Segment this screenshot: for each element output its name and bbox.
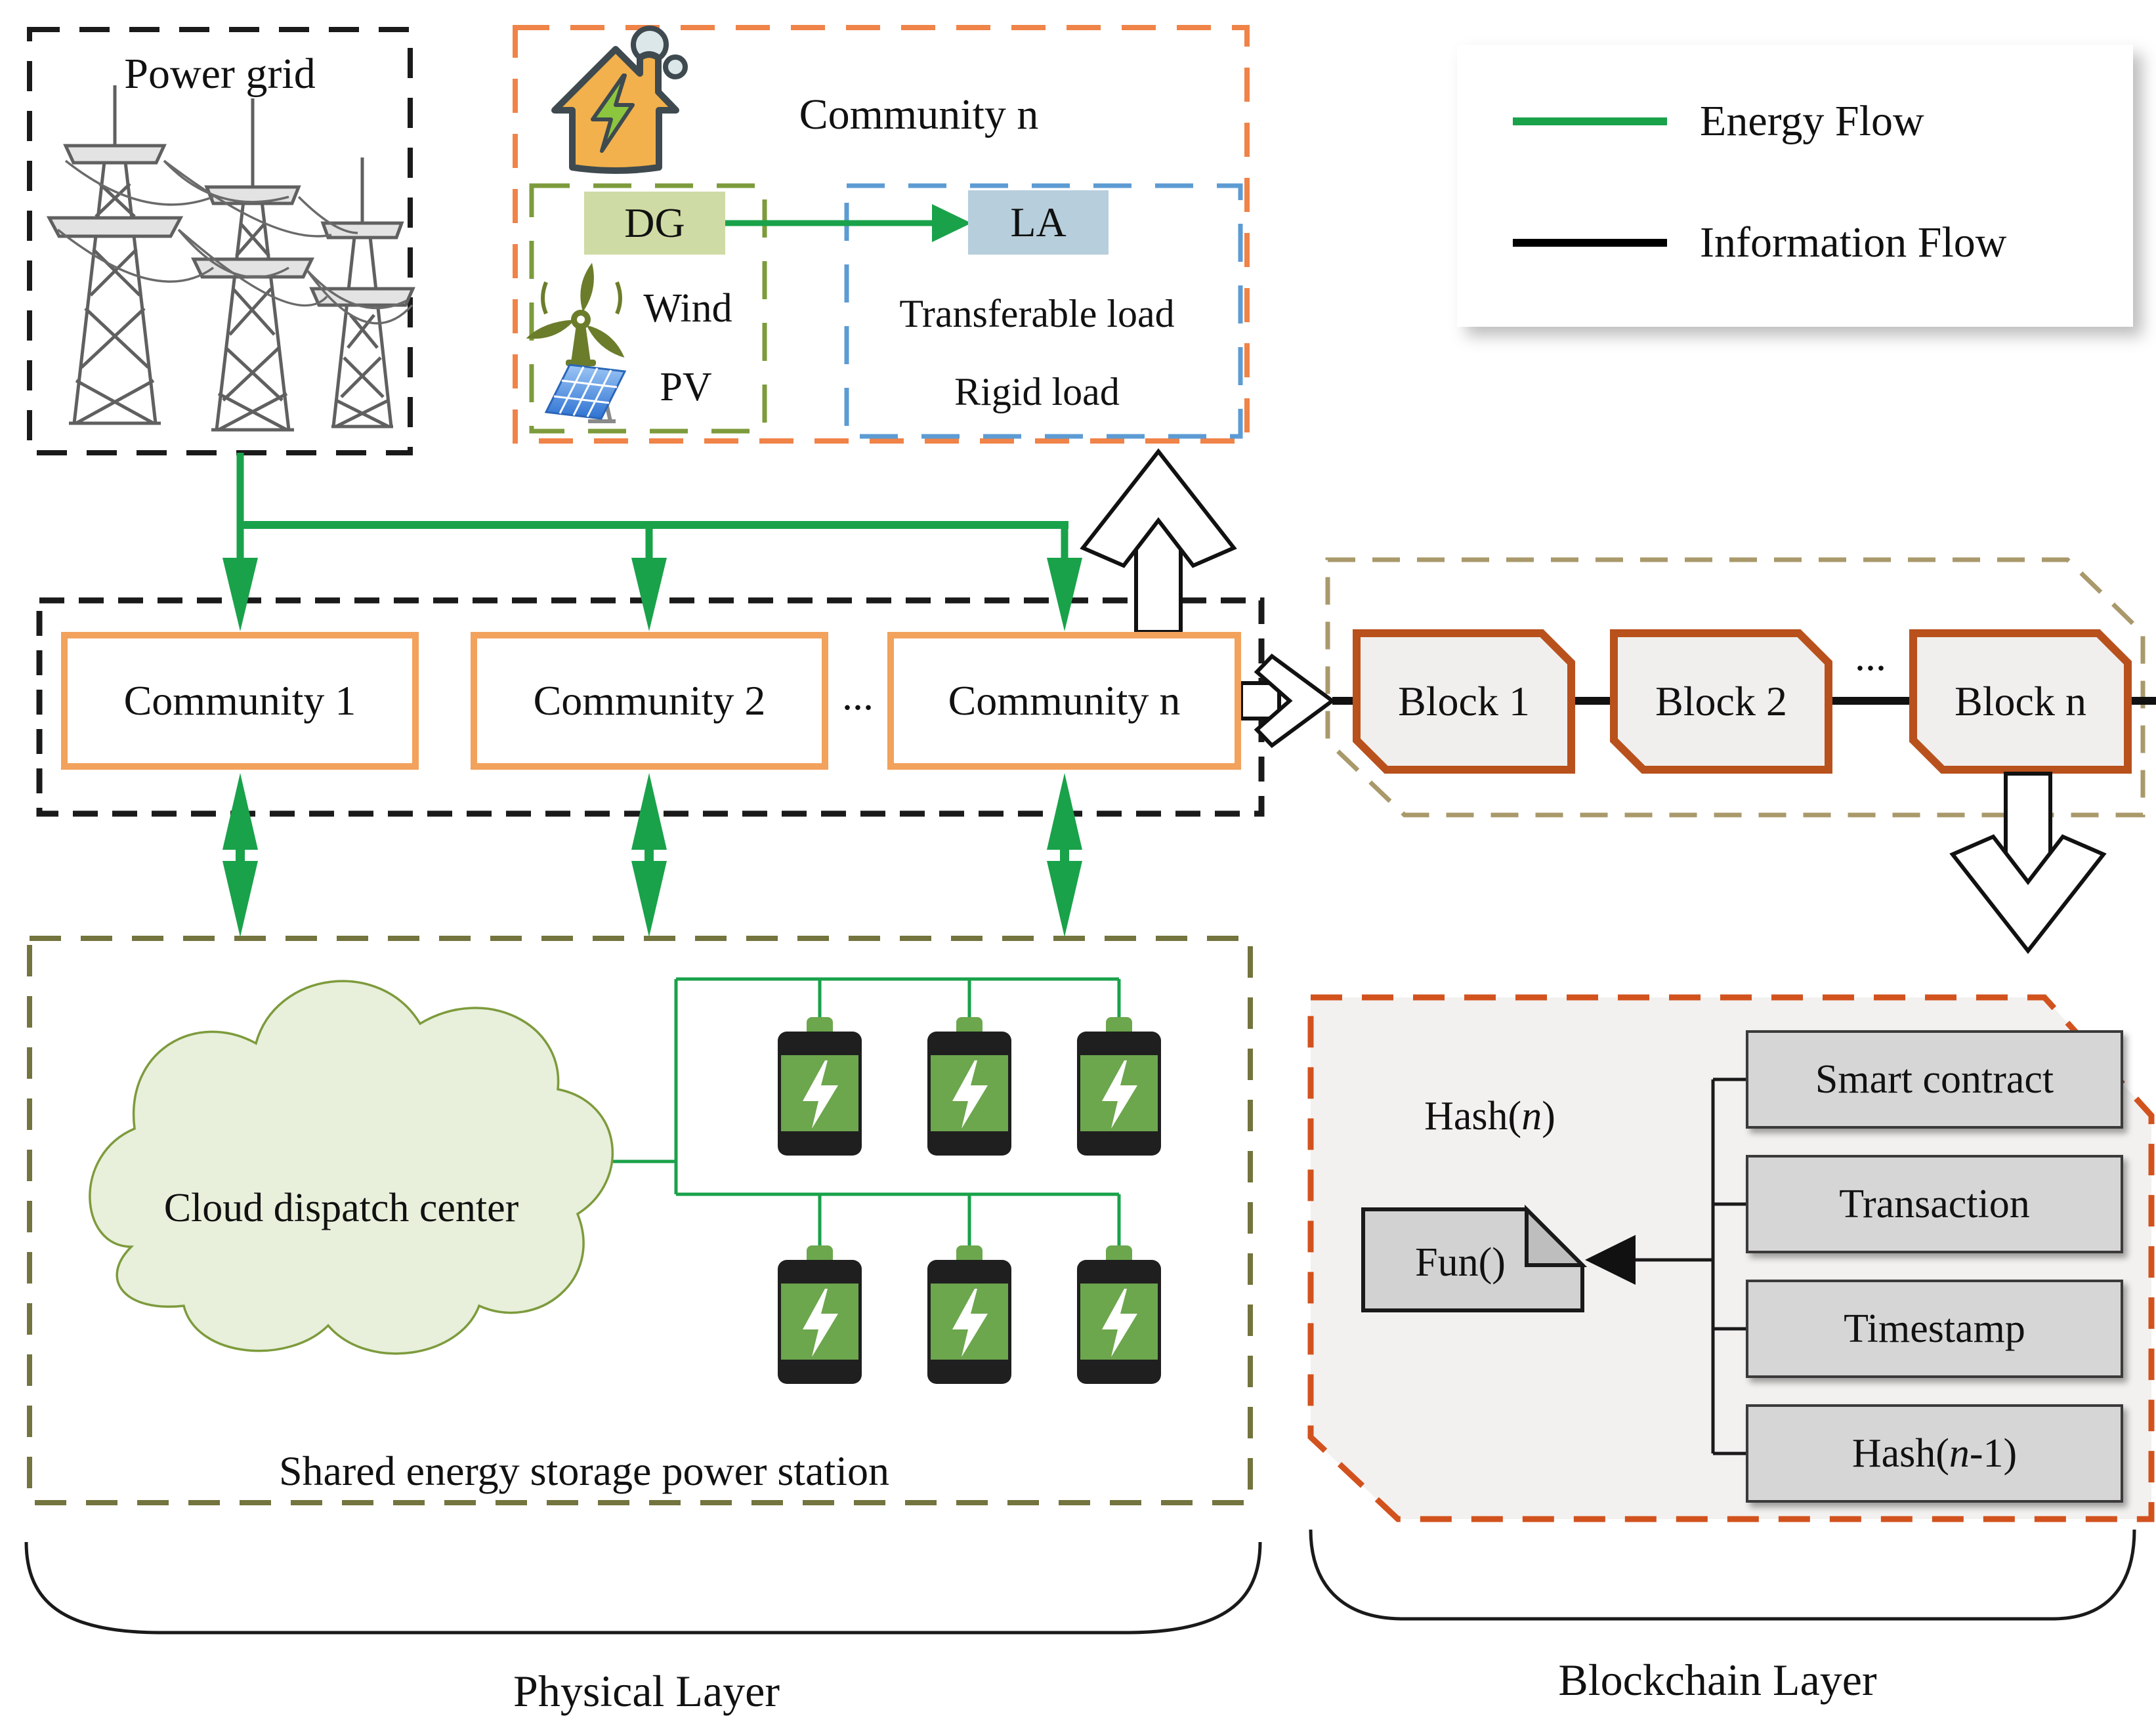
la-label: LA	[1010, 199, 1067, 245]
blockchain-layer-caption: Blockchain Layer	[1558, 1655, 1877, 1705]
block-1-label: Block 1	[1398, 678, 1530, 725]
community-n-detail-box	[513, 25, 1250, 444]
storage-station-label: Shared energy storage power station	[278, 1448, 890, 1495]
fun-arrowhead	[1585, 1235, 1636, 1285]
pv-label: PV	[660, 365, 712, 410]
community-1-label: Community 1	[123, 677, 356, 724]
timestamp-label: Timestamp	[1844, 1306, 2025, 1351]
transaction-label: Transaction	[1839, 1181, 2030, 1226]
storage-box	[27, 936, 1253, 1505]
power-lines	[56, 159, 413, 325]
transaction-box: Transaction	[1746, 1155, 2123, 1253]
hash-n-label: Hash(n)	[1424, 1094, 1555, 1139]
community-1-box: Community 1	[61, 632, 419, 770]
block-shapes	[1353, 629, 2132, 774]
fun-label: Fun()	[1415, 1240, 1506, 1285]
power-grid-title: Power grid	[124, 49, 316, 98]
pv-panel-icon	[544, 364, 627, 423]
information-flow-label: Information Flow	[1700, 219, 2007, 267]
blockchain-layer-brace	[1309, 1529, 2136, 1621]
block-n-label: Block n	[1955, 678, 2086, 725]
cloud-dispatch-label: Cloud dispatch center	[163, 1186, 519, 1231]
dg-label: DG	[624, 199, 685, 246]
wind-label: Wind	[643, 286, 732, 331]
la-box: LA	[968, 190, 1109, 255]
information-flow-swatch	[1513, 239, 1667, 247]
community-n-box: Community n	[887, 632, 1241, 770]
hash-n-1-box: Hash(n-1)	[1746, 1404, 2123, 1503]
block-detail-connector	[1628, 1077, 1747, 1455]
energy-flow-lines	[222, 204, 1121, 1247]
transferable-load-label: Transferable load	[899, 291, 1175, 335]
block-1-shape	[1353, 629, 1575, 774]
blockchain-outer-box	[1325, 557, 2145, 818]
la-subbox	[844, 183, 1243, 439]
right-arrow-shaft	[1239, 681, 1281, 720]
smart-contract-label: Smart contract	[1815, 1056, 2054, 1102]
fun-document-shape	[1361, 1204, 1588, 1312]
transmission-towers-icon	[46, 85, 415, 432]
community-2-box: Community 2	[471, 632, 828, 770]
up-arrow-head	[1080, 448, 1237, 568]
down-arrow-head	[1949, 834, 2107, 954]
block-2-shape	[1610, 629, 1832, 774]
timestamp-box: Timestamp	[1746, 1280, 2123, 1378]
hollow-arrows	[1080, 448, 2107, 954]
dg-box: DG	[584, 192, 725, 255]
physical-layer-caption: Physical Layer	[513, 1666, 780, 1717]
community-2-label: Community 2	[533, 677, 766, 724]
energy-flow-label: Energy Flow	[1700, 97, 1924, 146]
legend: Energy Flow Information Flow	[1457, 45, 2133, 327]
energy-flow-swatch	[1513, 117, 1667, 125]
community-n-detail-title: Community n	[799, 90, 1039, 138]
communities-ellipsis: ...	[842, 672, 874, 719]
blocks-ellipsis: ...	[1855, 633, 1886, 680]
physical-layer-brace	[24, 1541, 1262, 1635]
block-n-shape	[1909, 629, 2132, 774]
hash-n-1-label: Hash(n-1)	[1851, 1430, 2018, 1476]
rigid-load-label: Rigid load	[954, 369, 1120, 413]
smart-contract-box: Smart contract	[1746, 1030, 2123, 1129]
cloud-shape	[89, 980, 614, 1355]
wind-turbine-icon	[526, 262, 625, 366]
community-n-label: Community n	[948, 677, 1181, 724]
house-energy-icon	[551, 26, 688, 174]
block-2-label: Block 2	[1655, 678, 1787, 725]
dg-subbox	[529, 183, 767, 434]
right-arrow-head	[1254, 654, 1336, 748]
